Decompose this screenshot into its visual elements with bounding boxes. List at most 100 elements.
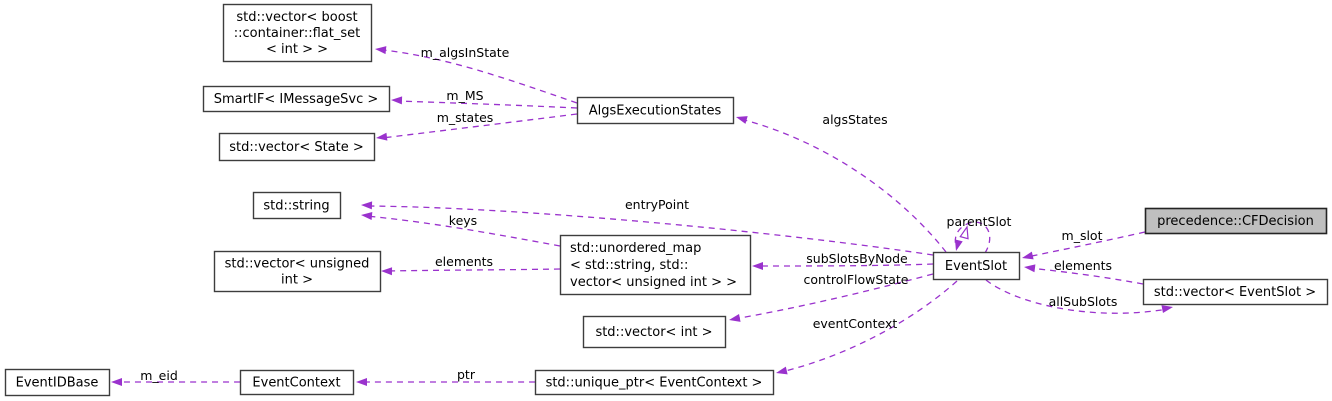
edge-eventcontext: eventContext: [776, 280, 958, 375]
node-label: std::unordered_map: [570, 241, 701, 256]
node-label: SmartIF< IMessageSvc >: [214, 92, 379, 107]
node-label: < int > >: [266, 42, 328, 57]
edge-line: [740, 118, 947, 253]
node-box[interactable]: [252, 191, 342, 220]
edge-label-parentslot: parentSlot: [947, 214, 1012, 229]
edge-line: [382, 49, 578, 104]
edge-label-keys: keys: [449, 213, 477, 228]
edge-line: [1028, 267, 1144, 285]
edge-label-subslotsbynode: subSlotsByNode: [806, 251, 908, 266]
edge-m-states: m_states: [376, 110, 578, 141]
arrowhead: [361, 201, 373, 210]
node-label: EventContext: [252, 376, 340, 391]
node-vector-event-slot[interactable]: std::vector< EventSlot >: [1142, 278, 1329, 306]
edge-m-algsinstate: m_algsInState: [375, 45, 578, 104]
node-box[interactable]: [582, 315, 727, 349]
edge-entrypoint: entryPoint: [361, 197, 934, 256]
node-label: EventIDBase: [16, 376, 99, 391]
edge-label-elements-left: elements: [435, 254, 493, 269]
arrowhead: [1161, 305, 1173, 314]
node-box[interactable]: [1142, 278, 1329, 306]
edge-label-elements-right: elements: [1054, 258, 1112, 273]
arrowhead: [381, 267, 393, 276]
edge-line: [381, 113, 578, 139]
node-label: int >: [281, 273, 313, 288]
edge-line: [1026, 231, 1146, 258]
open-arrowhead: [959, 225, 969, 240]
node-box[interactable]: [239, 369, 355, 396]
edge-elements-left: elements: [381, 254, 561, 276]
edge-controlflowstate: controlFlowState: [729, 272, 934, 322]
arrowhead: [1024, 264, 1036, 273]
edge-label-controlflowstate: controlFlowState: [804, 272, 909, 287]
node-box[interactable]: [218, 132, 376, 162]
node-event-slot[interactable]: EventSlot: [932, 251, 1021, 281]
node-box[interactable]: [559, 234, 752, 296]
node-label: < std::string, std::: [570, 258, 688, 273]
node-std-string[interactable]: std::string: [252, 191, 342, 220]
node-vector-int[interactable]: std::vector< int >: [582, 315, 727, 349]
arrowhead: [356, 378, 367, 386]
node-label: std::string: [263, 199, 329, 214]
node-box[interactable]: [534, 369, 775, 396]
edge-label-algsstates: algsStates: [822, 112, 887, 127]
node-label: AlgsExecutionStates: [589, 104, 722, 119]
node-label: std::vector< int >: [595, 325, 712, 340]
edge-subslotsbynode: subSlotsByNode: [752, 251, 934, 270]
edge-allsubslots: allSubSlots: [985, 279, 1173, 314]
node-box[interactable]: [576, 96, 735, 125]
arrowhead: [111, 378, 122, 386]
node-label: vector< unsigned int > >: [570, 275, 737, 290]
node-label: std::unique_ptr< EventContext >: [546, 376, 763, 391]
edge-m-eid: m_eid: [111, 368, 240, 386]
node-box[interactable]: [222, 3, 373, 63]
edge-line: [985, 279, 1169, 314]
edge-label-m-algsinstate: m_algsInState: [421, 45, 510, 60]
node-unordered-map[interactable]: std::unordered_map< std::string, std::ve…: [559, 234, 752, 296]
node-box[interactable]: [213, 250, 382, 293]
arrowhead: [376, 132, 388, 141]
edge-parentslot: parentSlot: [947, 214, 1012, 254]
node-flat-set-vector[interactable]: std::vector< boost::container::flat_set<…: [222, 3, 373, 63]
node-event-context[interactable]: EventContext: [239, 369, 355, 396]
edge-label-entrypoint: entryPoint: [625, 197, 689, 212]
arrowhead: [776, 366, 788, 375]
node-label: std::vector< State >: [229, 140, 364, 155]
node-box[interactable]: [4, 368, 111, 397]
node-label: std::vector< EventSlot >: [1154, 285, 1316, 300]
arrowhead: [736, 116, 748, 124]
node-label: std::vector< boost: [236, 10, 357, 25]
edge-line: [365, 215, 561, 247]
arrowhead: [954, 239, 963, 251]
edge-label-m-ms: m_MS: [446, 88, 483, 103]
node-event-id-base[interactable]: EventIDBase: [4, 368, 111, 397]
edge-label-m-slot: m_slot: [1062, 228, 1103, 243]
node-label: EventSlot: [945, 259, 1007, 274]
edge-line: [396, 100, 578, 109]
node-box: [1144, 207, 1328, 235]
arrowhead: [391, 96, 403, 105]
node-label: std::vector< unsigned: [225, 257, 370, 272]
edge-label-m-eid: m_eid: [140, 368, 178, 383]
edge-m-slot: m_slot: [1022, 228, 1146, 260]
arrowhead: [375, 46, 387, 55]
edge-m-ms: m_MS: [391, 88, 578, 109]
node-vector-state[interactable]: std::vector< State >: [218, 132, 376, 162]
edge-label-eventcontext: eventContext: [813, 316, 898, 331]
edge-line: [385, 268, 561, 272]
arrowhead: [361, 211, 373, 220]
edge-ptr: ptr: [356, 367, 535, 386]
node-algs-execution-states[interactable]: AlgsExecutionStates: [576, 96, 735, 125]
node-box[interactable]: [932, 251, 1021, 281]
edge-label-allsubslots: allSubSlots: [1049, 294, 1118, 309]
node-box[interactable]: [202, 85, 391, 113]
node-label: precedence::CFDecision: [1157, 214, 1314, 229]
node-label: ::container::flat_set: [234, 26, 361, 41]
edge-elements-right: elements: [1024, 258, 1144, 285]
node-smartif-imessagesvc[interactable]: SmartIF< IMessageSvc >: [202, 85, 391, 113]
node-unique-ptr-event-context[interactable]: std::unique_ptr< EventContext >: [534, 369, 775, 396]
edge-algsstates: algsStates: [736, 112, 947, 253]
arrowhead: [729, 313, 741, 322]
